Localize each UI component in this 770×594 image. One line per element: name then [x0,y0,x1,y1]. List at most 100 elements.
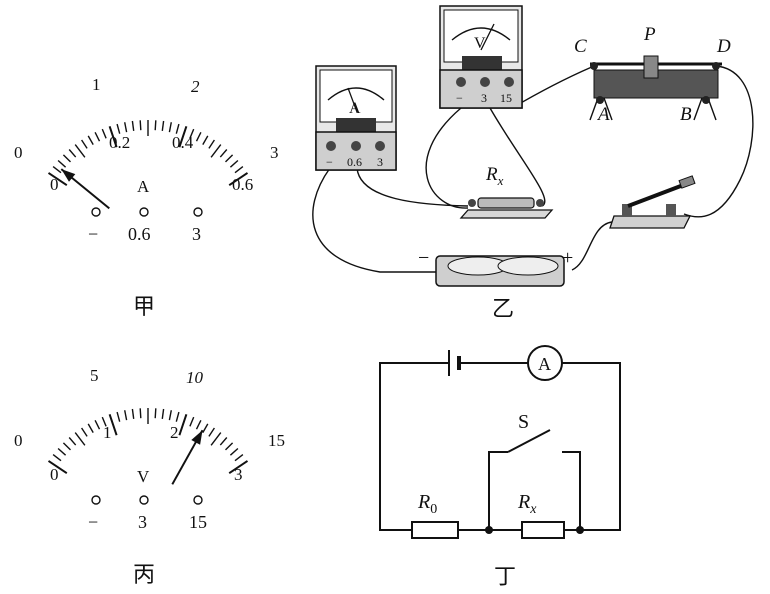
circuit-ammeter [527,345,563,381]
voltmeter-tick-9 [101,416,107,427]
voltmeter-tick-1 [52,454,62,462]
ammeter-terminal-neg [91,207,101,217]
ammeter-top-label-3: 3 [270,143,279,162]
voltmeter-tick-0 [47,460,68,475]
ammeter-tick-2 [57,159,67,168]
voltmeter-top-label-1: 5 [90,366,99,385]
voltmeter-tick-13 [131,408,135,419]
ammeter-tick-25 [210,144,222,158]
voltmeter-tick-14 [139,408,142,419]
voltmeter-tick-6 [81,427,88,437]
voltmeter-terminal-3-label: 3 [138,512,147,532]
apparatus-resistor-rx: Rx [459,164,554,219]
voltmeter-tick-12 [124,410,128,421]
voltmeter-dial: 0 5 10 15 0 1 2 3 V − 3 15 丙 [14,366,285,587]
voltmeter-tick-21 [189,416,195,427]
voltmeter-tick-17 [161,408,165,419]
circuit-r0-label: R0 [417,491,437,517]
ammeter-tick-22 [195,131,202,142]
circuit-schematic: A R0 Rx S 丁 [379,345,621,589]
ammeter-scale-ticks [47,120,249,187]
caption-bing: 丙 [133,562,155,587]
voltmeter-unit-label: V [137,467,150,486]
voltmeter-tick-27 [225,442,234,451]
voltmeter-tick-16 [154,408,157,419]
apparatus-wires [312,65,754,273]
voltmeter-top-label-0: 0 [14,431,23,450]
ammeter-tick-19 [175,123,180,134]
rheostat-label-d: D [716,36,731,57]
voltmeter-tick-24 [208,427,215,437]
ammeter-tick-18 [168,122,172,133]
caption-jia: 甲 [133,294,155,319]
ammeter-terminal-3 [193,207,203,217]
ammeter-tick-11 [116,123,121,134]
ammeter-bottom-label-3: 0.6 [232,175,253,194]
caption-yi: 乙 [492,296,514,321]
apparatus-ammeter: A − 0.6 3 [315,65,397,171]
voltmeter-tick-22 [195,419,202,430]
ammeter-tick-17 [161,120,165,131]
rheostat-label-p: P [643,24,656,45]
voltmeter-tick-3 [62,442,71,451]
ammeter-tick-20 [178,125,188,148]
circuit-rx-label: Rx [517,491,537,517]
ammeter-tick-21 [189,128,195,139]
ammeter-top-label-2: 2 [191,77,200,96]
ammeter-tick-27 [225,154,234,163]
voltmeter-tick-10 [108,413,118,436]
voltmeter-terminal-15 [193,495,203,505]
ammeter-tick-24 [208,139,215,149]
ammeter-tick-13 [131,120,135,131]
ammeter-bottom-label-0: 0 [50,175,59,194]
voltmeter-tick-23 [202,423,209,433]
voltmeter-terminal-3 [139,495,149,505]
apparatus-voltmeter: V − 3 15 [439,5,523,109]
voltmeter-tick-4 [68,437,77,446]
rheostat-label-b: B [680,104,692,125]
voltmeter-tick-30 [228,460,249,475]
ammeter-terminal-06-label: 0.6 [128,224,151,244]
voltmeter-top-label-3: 15 [268,431,285,450]
apparatus-ammeter-term-neg: − [326,155,333,169]
circuit-r0 [411,521,459,539]
ammeter-needle-head [61,169,76,182]
circuit-node-right [576,526,584,534]
voltmeter-terminal-neg-label: − [88,512,98,532]
voltmeter-scale-ticks [47,408,249,475]
ammeter-top-label-1: 1 [92,75,101,94]
rheostat-label-a: A [596,104,610,125]
rheostat-label-c: C [574,36,587,57]
voltmeter-tick-2 [57,447,67,456]
ammeter-tick-0 [47,172,68,187]
apparatus-ammeter-term-06: 0.6 [347,155,362,169]
voltmeter-bottom-label-0: 0 [50,465,59,484]
ammeter-terminal-neg-label: − [88,224,98,244]
apparatus-rheostat: C P D A B [574,24,731,125]
apparatus-switch [609,175,696,229]
ammeter-dial: 0 1 2 3 0 0.2 0.4 0.6 A − 0.6 3 甲 [14,75,279,319]
circuit-ammeter-letter: A [538,354,551,374]
voltmeter-tick-11 [116,411,121,422]
ammeter-tick-30 [228,172,249,187]
voltmeter-tick-5 [74,432,86,446]
voltmeter-top-label-2: 10 [186,368,204,387]
circuit-switch-branch [488,451,581,530]
voltmeter-tick-25 [210,432,222,446]
battery-minus-label: − [418,247,429,269]
ammeter-tick-5 [74,144,86,158]
ammeter-tick-7 [87,135,94,145]
ammeter-tick-23 [202,135,209,145]
ammeter-tick-9 [101,128,107,139]
ammeter-tick-6 [81,139,88,149]
apparatus-battery: − + [418,247,573,287]
ammeter-tick-12 [124,122,128,133]
ammeter-terminal-3-label: 3 [192,224,201,244]
ammeter-tick-1 [52,166,62,174]
apparatus-voltmeter-term-neg: − [456,91,463,105]
apparatus-voltmeter-letter: V [474,35,486,52]
voltmeter-tick-28 [229,447,239,456]
ammeter-tick-3 [62,154,71,163]
circuit-rx [521,521,565,539]
ammeter-tick-14 [139,120,142,131]
